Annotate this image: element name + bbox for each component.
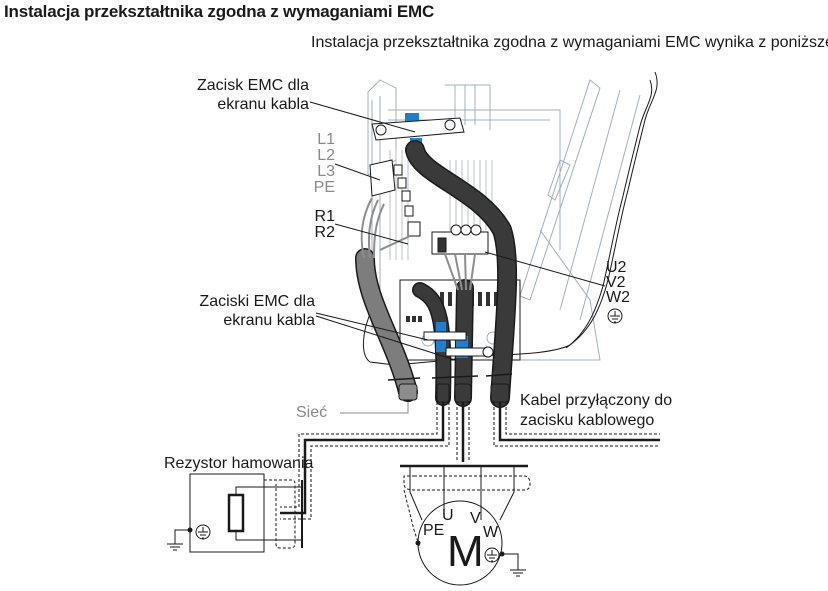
label-brake-resistor: Rezystor hamowania [164, 455, 314, 472]
motor-label-u: U [442, 507, 454, 524]
label-emc-clamp-top-1: Zacisk EMC dla [196, 77, 309, 94]
motor-label-v: V [470, 510, 481, 527]
shielded-runs [280, 402, 660, 520]
page-subtitle: Instalacja przekształtnika zgodna z wyma… [311, 34, 828, 51]
label-cable-terminal-1: Kabel przyłączony do [520, 392, 673, 409]
label-emc-clamp-top-2: ekranu kabla [217, 96, 309, 113]
label-mains: Sieć [296, 404, 328, 421]
label-w2: W2 [606, 289, 630, 306]
motor-terminal-block [431, 224, 489, 255]
label-l3: L3 [317, 163, 335, 180]
motor [400, 464, 531, 586]
gray-wires [360, 197, 476, 291]
cable-ends [387, 373, 513, 403]
label-l1: L1 [317, 131, 335, 148]
page-title: Instalacja przekształtnika zgodna z wyma… [4, 2, 435, 21]
housing-outline [469, 71, 658, 357]
label-l2: L2 [317, 147, 335, 164]
earth-ground-icon [167, 529, 190, 551]
motor-label-m: M [447, 527, 484, 576]
motor-label-w: W [483, 524, 499, 541]
label-cable-terminal-2: zacisku kablowego [520, 412, 655, 429]
bottom-emc-clamps [423, 322, 494, 358]
label-pe: PE [313, 179, 335, 196]
label-emc-clamps-bottom-1: Zaciski EMC dla [199, 293, 315, 310]
leader-lines [309, 101, 606, 414]
protective-earth-icon [195, 524, 211, 540]
motor-label-pe: PE [423, 522, 445, 539]
label-emc-clamps-bottom-2: ekranu kabla [223, 312, 315, 329]
label-r2: R2 [314, 224, 335, 241]
brake-resistor-box [167, 473, 303, 553]
protective-earth-icon [607, 308, 623, 324]
top-emc-clamp [371, 113, 465, 144]
label-u2: U2 [606, 259, 627, 276]
label-v2: V2 [606, 274, 626, 291]
mains-terminal-block [369, 159, 421, 237]
label-r1: R1 [314, 208, 335, 225]
